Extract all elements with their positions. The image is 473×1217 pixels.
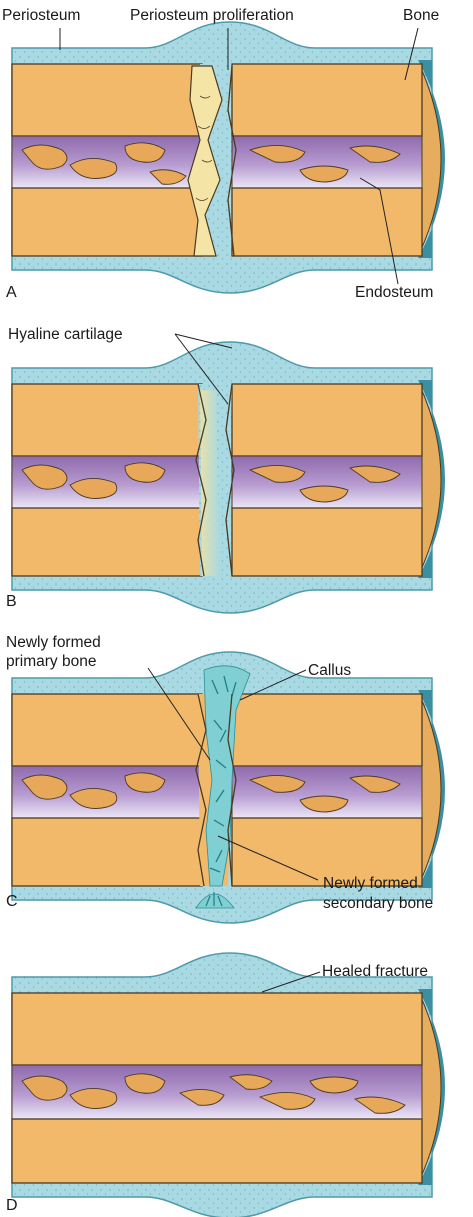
panel-letter-d: D [6, 1197, 18, 1214]
label-newly-formed-secondary-2: secondary bone [323, 895, 433, 912]
bone-cortex-top [12, 993, 422, 1065]
label-callus: Callus [308, 662, 351, 679]
label-hyaline-cartilage: Hyaline cartilage [8, 326, 123, 343]
panel-b [12, 342, 445, 613]
bone-cortex-bottom [12, 1119, 422, 1183]
label-newly-formed-primary-2: primary bone [6, 653, 96, 670]
label-healed-fracture: Healed fracture [322, 963, 428, 980]
label-periosteum: Periosteum [2, 7, 80, 24]
panel-letter-a: A [6, 284, 17, 301]
label-endosteum: Endosteum [355, 284, 433, 301]
panel-letter-c: C [6, 893, 18, 910]
panel-d [12, 953, 445, 1217]
label-bone: Bone [403, 7, 439, 24]
panel-letter-b: B [6, 593, 17, 610]
label-newly-formed-secondary-1: Newly formed [323, 875, 418, 892]
label-newly-formed-primary-1: Newly formed [6, 634, 101, 651]
hyaline-cartilage-gap [196, 384, 234, 576]
label-periosteum-proliferation: Periosteum proliferation [130, 7, 294, 24]
marrow-cavity [12, 1065, 422, 1119]
